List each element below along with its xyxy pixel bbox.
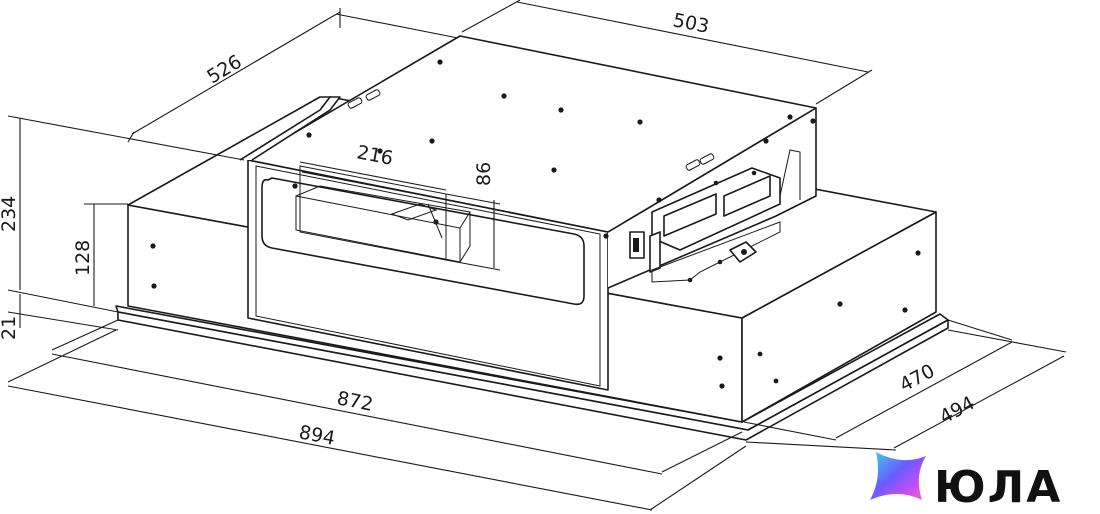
electronics-bracket [629,149,801,283]
dimension-lines [7,0,1067,511]
youla-logo: ЮЛА [870,452,1062,513]
dim-height-total: 234 [0,196,20,232]
dim-length-inner: 872 [335,387,375,416]
youla-logo-text: ЮЛА [934,462,1062,513]
dim-frame-height: 21 [0,316,20,340]
body-holes [150,243,921,389]
dim-depth-outer: 494 [936,392,978,428]
motor-housing [239,35,817,391]
dim-depth-inner: 470 [896,360,938,396]
dim-length-outer: 894 [297,421,337,450]
dim-depth-top: 526 [203,51,245,89]
motor-top-holes [292,59,816,239]
dim-height-body: 128 [72,240,94,276]
youla-logo-star-icon [870,452,926,500]
dim-duct-height: 86 [473,162,495,186]
top-slots [347,89,715,171]
